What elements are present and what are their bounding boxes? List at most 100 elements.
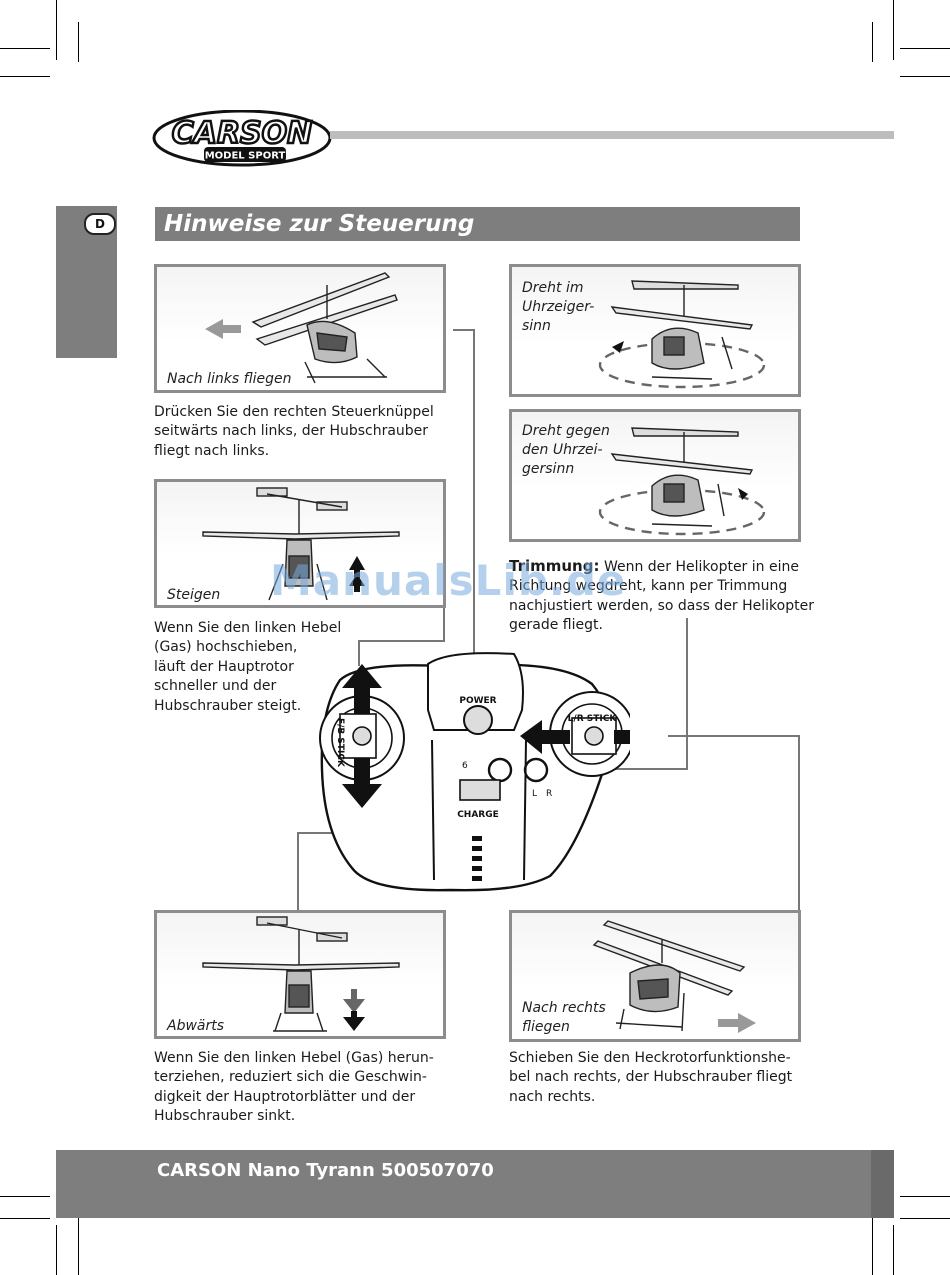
panel-caption-line: sinn (522, 318, 551, 334)
panel-caption: Abwärts (167, 1018, 225, 1034)
helicopter-illustration (251, 272, 398, 384)
helicopter-illustration (610, 280, 754, 380)
footer-notch (871, 1150, 894, 1218)
trim-right-label: R (546, 789, 552, 799)
panel-climb: Steigen (154, 479, 446, 608)
section-title: Hinweise zur Steuerung (155, 207, 800, 241)
text-climb: Wenn Sie den linken Hebel (Gas) hochschi… (154, 619, 341, 716)
power-label: POWER (459, 696, 496, 706)
arrow-up-icon (349, 556, 365, 592)
text-descend: Wenn Sie den linken Hebel (Gas) herun- t… (154, 1049, 434, 1127)
text-line: (Gas) hochschieben, (154, 639, 298, 656)
logo-main-text: CARSON (172, 116, 313, 151)
footer-product-title: CARSON Nano Tyrann 500507070 (157, 1160, 494, 1181)
text-line: Wenn Sie den linken Hebel (Gas) herun- (154, 1050, 434, 1066)
text-trim: Trimmung: Wenn der Helikopter in eine Ri… (509, 557, 814, 636)
charge-label: CHARGE (457, 810, 499, 820)
arrow-up-icon (342, 664, 382, 714)
text-line: fliegt nach links. (154, 442, 270, 459)
text-fly-right: Schieben Sie den Heckrotorfunktionshe- b… (509, 1049, 792, 1107)
helicopter-illustration (202, 487, 400, 601)
rotation-arrow-icon (612, 341, 624, 353)
helicopter-illustration (202, 916, 400, 1032)
header-rule (330, 131, 894, 139)
connector-line (358, 640, 445, 642)
rotation-path (598, 341, 766, 389)
text-line: Schieben Sie den Heckrotorfunktionshe- (509, 1050, 791, 1066)
text-line: Drücken Sie den rechten Steuerknüppel (154, 404, 434, 420)
panel-fly-right: Nach rechts fliegen (509, 910, 801, 1042)
connector-line (358, 640, 360, 666)
right-stick-label: L/R STICK (568, 714, 618, 724)
text-line: Wenn der Helikopter in eine (603, 559, 799, 575)
rotation-arrow-icon (738, 488, 748, 500)
connector-line (297, 832, 359, 834)
panel-caption-line: fliegen (522, 1019, 570, 1035)
panel-caption-line: gersinn (522, 461, 575, 477)
crop-mark (900, 1196, 950, 1197)
text-line: Hubschrauber steigt. (154, 697, 302, 714)
arrow-right-icon (718, 1013, 756, 1033)
crop-mark (900, 48, 950, 49)
text-line: Wenn Sie den linken Hebel (154, 620, 342, 636)
carson-logo: CARSON MODEL SPORT (152, 109, 334, 172)
crop-mark (56, 1225, 57, 1275)
panel-caption: Nach links fliegen (167, 371, 292, 387)
text-line: terziehen, reduziert sich die Geschwin- (154, 1069, 427, 1086)
text-line: läuft der Hauptrotor (154, 658, 294, 675)
crop-mark (78, 1215, 79, 1275)
crop-mark (0, 76, 50, 77)
helicopter-illustration (592, 920, 746, 1032)
panel-rotate-clockwise: Dreht im Uhrzeiger- sinn (509, 264, 801, 397)
text-line: digkeit der Hauptrotorblätter und der (154, 1088, 416, 1105)
crop-mark (872, 22, 873, 62)
connector-line (453, 329, 475, 331)
connector-line (297, 832, 299, 910)
crop-mark (893, 0, 894, 60)
arrow-left-icon (205, 319, 241, 339)
connector-line (553, 768, 688, 770)
text-line: Hubschrauber sinkt. (154, 1108, 296, 1125)
text-line: nach rechts. (509, 1088, 596, 1105)
crop-mark (900, 1218, 950, 1219)
crop-mark (872, 1215, 873, 1275)
trim-left-label: L (532, 789, 537, 799)
panel-caption-line: Dreht im (522, 280, 584, 296)
panel-caption: Steigen (167, 587, 221, 603)
trim-marker: 6 (462, 761, 468, 771)
arrow-down-icon (342, 758, 382, 808)
crop-mark (78, 22, 79, 62)
connector-line (443, 608, 445, 642)
panel-caption-line: den Uhrzei- (522, 442, 603, 458)
footer-bar (56, 1150, 894, 1218)
crop-mark (0, 1196, 50, 1197)
crop-mark (900, 76, 950, 77)
text-line: Richtung wegdreht, kann per Trimmung (509, 578, 788, 595)
connector-line (473, 329, 475, 735)
crop-mark (0, 1218, 50, 1219)
trim-label: Trimmung: (509, 557, 600, 575)
arrow-down-icon (343, 989, 365, 1031)
crop-mark (56, 0, 57, 60)
panel-rotate-counterclockwise: Dreht gegen den Uhrzei- gersinn (509, 409, 801, 542)
text-line: bel nach rechts, der Hubschrauber fliegt (509, 1069, 793, 1086)
connector-line (686, 618, 688, 770)
panel-caption-line: Uhrzeiger- (522, 299, 595, 315)
panel-descend: Abwärts (154, 910, 446, 1039)
text-line: schneller und der (154, 678, 277, 695)
panel-caption-line: Dreht gegen (522, 423, 610, 439)
language-badge: D (84, 213, 116, 235)
panel-caption-line: Nach rechts (522, 1000, 606, 1016)
text-line: seitwärts nach links, der Hubschrauber (154, 423, 429, 440)
connector-line (668, 735, 800, 737)
watermark: ManualsLib.de (270, 556, 627, 605)
text-line: gerade fliegt. (509, 617, 603, 634)
connector-line (798, 735, 800, 910)
crop-mark (893, 1225, 894, 1275)
transmitter-illustration: POWER CHARGE L/R STICK F/B STICK L R 6 (300, 650, 662, 895)
text-line: nachjustiert werden, so dass der Helikop… (509, 597, 814, 614)
helicopter-illustration (610, 427, 754, 527)
text-fly-left: Drücken Sie den rechten Steuerknüppel se… (154, 403, 434, 461)
panel-fly-left: Nach links fliegen (154, 264, 446, 393)
arrow-left-icon (520, 720, 570, 754)
